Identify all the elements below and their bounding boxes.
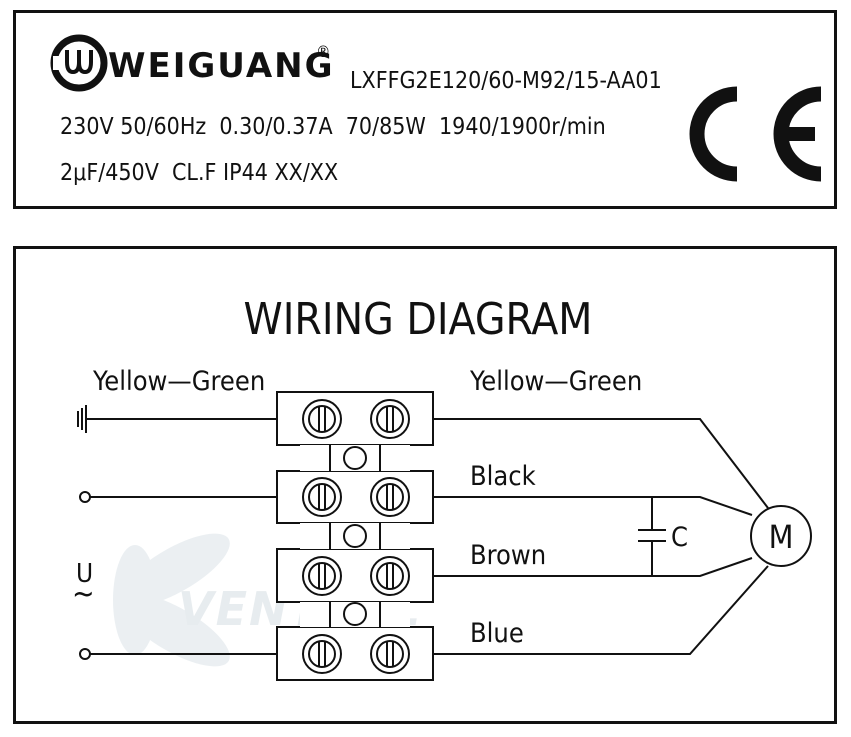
- blue-wire: [433, 565, 769, 655]
- registered-mark: ®: [316, 42, 331, 61]
- capacitor-label: C: [671, 522, 688, 553]
- line-terminal: [79, 491, 91, 503]
- ce-mark-icon: [689, 86, 822, 182]
- brand-name: WEIGUANG: [108, 46, 335, 86]
- capacitor-spec-line: 2μF/450V CL.F IP44 XX/XX: [60, 160, 339, 186]
- wire-label-blue: Blue: [470, 618, 524, 649]
- black-wire: [433, 496, 753, 516]
- yellow-green-wire: [433, 418, 769, 509]
- fan-watermark-icon: [113, 533, 230, 667]
- terminal-screws: [302, 399, 410, 674]
- terminal-screw-icon: [302, 634, 342, 674]
- wire-label-brown: Brown: [470, 540, 546, 571]
- output-wires: [433, 418, 769, 655]
- ac-symbol: ~: [72, 577, 95, 612]
- terminal-screw-icon: [370, 477, 410, 517]
- terminal-screw-icon: [302, 477, 342, 517]
- ground-wire-label: Yellow—Green: [92, 366, 265, 397]
- weiguang-logo-icon: [50, 34, 108, 92]
- terminal-screw-icon: [370, 634, 410, 674]
- ground-icon: [77, 405, 87, 433]
- brown-wire: [433, 557, 753, 577]
- terminal-block: [276, 391, 434, 681]
- wiring-diagram: VENTTEL WIRING DIAGRAM Yellow—Green U ~: [72, 294, 812, 681]
- model-number: LXFFG2E120/60-M92/15-AA01: [350, 68, 662, 94]
- diagram-title: WIRING DIAGRAM: [244, 294, 593, 345]
- terminal-screw-icon: [370, 556, 410, 596]
- electrical-spec-line: 230V 50/60Hz 0.30/0.37A 70/85W 1940/1900…: [60, 114, 606, 140]
- terminal-screw-icon: [302, 556, 342, 596]
- supply-voltage-label: U: [76, 559, 93, 589]
- motor-symbol: [750, 505, 812, 567]
- wire-label-black: Black: [470, 461, 536, 492]
- terminal-screw-icon: [370, 399, 410, 439]
- terminal-screw-icon: [302, 399, 342, 439]
- neutral-terminal: [79, 648, 91, 660]
- wire-label-yellow-green: Yellow—Green: [469, 366, 642, 397]
- motor-label: M: [769, 518, 794, 556]
